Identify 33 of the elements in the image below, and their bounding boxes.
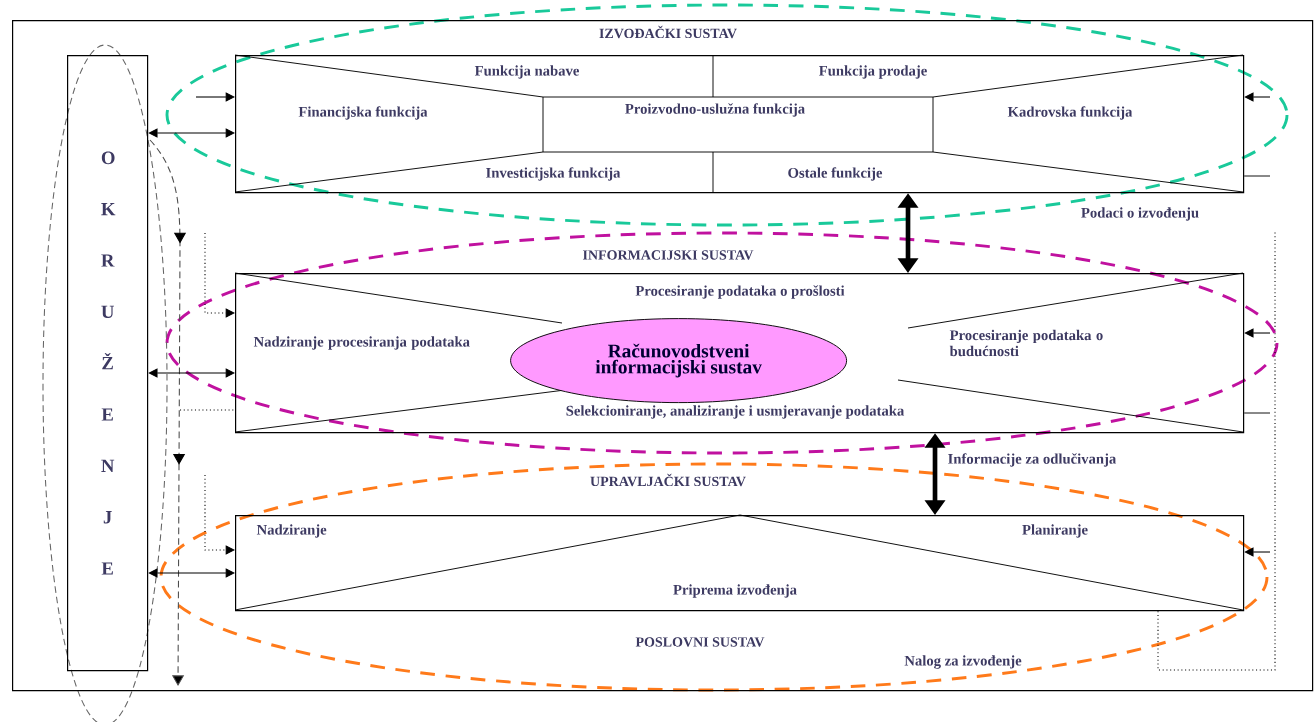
function-label: Planiranje bbox=[1022, 524, 1088, 538]
arrow bbox=[204, 474, 235, 555]
section-heading: INFORMACIJSKI SUSTAV bbox=[583, 250, 754, 260]
function-label: Kadrovska funkcija bbox=[1007, 106, 1133, 120]
function-label: Procesiranje podataka o budućnosti bbox=[949, 329, 1103, 357]
function-label: Investicijska funkcija bbox=[486, 167, 621, 181]
arrow bbox=[1244, 547, 1271, 557]
function-label: Selekcioniranje, analiziranje i usmjeravanje podataka bbox=[566, 405, 905, 419]
section-heading: POSLOVNI SUSTAV bbox=[635, 637, 765, 647]
flow-label: Podaci o izvođenju bbox=[1081, 207, 1199, 221]
ellipse-node: Računovodstveni informacijski sustav bbox=[510, 318, 848, 404]
function-label: Procesiranje podataka o prošlosti bbox=[635, 285, 845, 299]
arrow bbox=[204, 232, 235, 318]
function-label: Proizvodno-uslužna funkcija bbox=[625, 103, 805, 117]
function-label: Financijska funkcija bbox=[298, 106, 428, 120]
edge-label: Informacije za odlučivanja bbox=[946, 451, 1118, 469]
arrow bbox=[1244, 328, 1271, 338]
function-label: Funkcija nabave bbox=[474, 65, 579, 79]
arrow bbox=[148, 368, 235, 378]
function-label: Funkcija prodaje bbox=[819, 65, 927, 79]
arrow bbox=[148, 568, 235, 578]
flow-label: Nalog za izvođenje bbox=[904, 655, 1022, 669]
arrow bbox=[195, 92, 235, 102]
function-label: Nadziranje bbox=[256, 524, 327, 538]
environment-box: O K R U Ž E N J E bbox=[67, 55, 149, 672]
section-heading: IZVOĐAČKI SUSTAV bbox=[599, 25, 737, 39]
connector-line bbox=[1157, 231, 1276, 671]
function-label: Priprema izvođenja bbox=[673, 584, 797, 598]
arrow bbox=[1244, 92, 1271, 102]
function-label: Ostale funkcije bbox=[788, 167, 883, 181]
arrow bbox=[148, 128, 235, 138]
function-label: Nadziranje procesiranja podataka bbox=[253, 336, 470, 350]
section-heading: UPRAVLJAČKI SUSTAV bbox=[590, 473, 746, 487]
